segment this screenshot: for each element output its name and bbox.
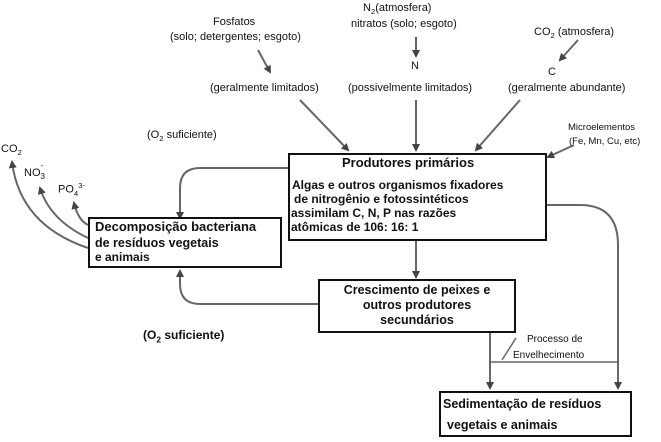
n2-label: N2(atmosfera) — [363, 2, 432, 17]
produtores-line1: Algas e outros organismos fixadores — [292, 178, 504, 192]
arrow-fosfatos — [257, 49, 271, 74]
n-symbol: N — [411, 60, 419, 72]
output-po4: PO43- — [58, 181, 86, 198]
arrow-decomp-to-no3 — [37, 186, 89, 239]
arrow-producers-to-decomp — [176, 167, 290, 220]
n-status: (possivelmente limitados) — [348, 82, 473, 94]
decomposicao-box: Decomposição bacteriana de resíduos vege… — [88, 217, 282, 268]
crescimento-line3: secundários — [380, 313, 454, 327]
decomposicao-line1: Decomposição bacteriana — [95, 219, 257, 234]
decomposicao-line3: e animais — [95, 250, 150, 264]
produtores-line3: assimilam C, N, P nas razões — [291, 206, 457, 220]
fosfatos-status: (geralmente limitados) — [210, 82, 319, 94]
oxygen-label-bottom: (O2 suficiente) — [143, 328, 225, 345]
output-co2: CO2 — [1, 143, 22, 158]
envelhecimento-line1: Processo de — [527, 334, 583, 345]
produtores-line4: atômicas de 106: 16: 1 — [291, 220, 419, 234]
arrow-decomp-to-co2 — [8, 160, 89, 249]
produtores-line2: de nitrogênio e fotossintéticos — [294, 192, 469, 206]
output-no3: NO-3 — [24, 161, 45, 181]
envelhecimento-pointer — [501, 337, 517, 361]
sedimentacao-line1: Sedimentação de resíduos — [443, 397, 602, 411]
oxygen-label-top: (O2 suficiente) — [147, 129, 217, 144]
arrow-growth-to-decomp — [176, 269, 318, 305]
nitratos-sources: nitratos (solo; esgoto) — [351, 18, 457, 30]
crescimento-box: Crescimento de peixes e outros produtore… — [318, 279, 516, 333]
fosfatos-sources: (solo; detergentes; esgoto) — [170, 31, 301, 43]
arrow-decomp-to-po4 — [71, 201, 89, 226]
co2-atmosfera-label: CO2 (atmosfera) — [534, 26, 615, 41]
arrow-co2 — [558, 39, 579, 62]
microelementos-title: Microelementos — [568, 122, 636, 133]
arrow-micro-to-producers — [546, 144, 575, 159]
sedimentacao-line2: vegetais e animais — [447, 418, 558, 432]
decomposicao-line2: de resíduos vegetais — [95, 236, 219, 250]
produtores-primarios-box: Produtores primários Algas e outros orga… — [288, 153, 547, 241]
c-status: (geralmente abundante) — [508, 82, 626, 94]
crescimento-line2: outros produtores — [362, 298, 472, 312]
c-symbol: C — [548, 66, 556, 78]
arrow-p-to-producers — [299, 99, 350, 152]
sedimentacao-box: Sedimentação de resíduos vegetais e anim… — [439, 391, 632, 437]
arrow-producers-to-sediment — [546, 204, 622, 390]
crescimento-line1: Crescimento de peixes e — [343, 283, 491, 297]
fosfatos-title: Fosfatos — [213, 16, 256, 28]
microelementos-list: (Fe, Mn, Cu, etc) — [569, 136, 641, 147]
arrow-c-to-producers — [474, 99, 521, 152]
produtores-title: Produtores primários — [342, 155, 475, 170]
envelhecimento-line2: Envelhecimento — [513, 350, 585, 361]
